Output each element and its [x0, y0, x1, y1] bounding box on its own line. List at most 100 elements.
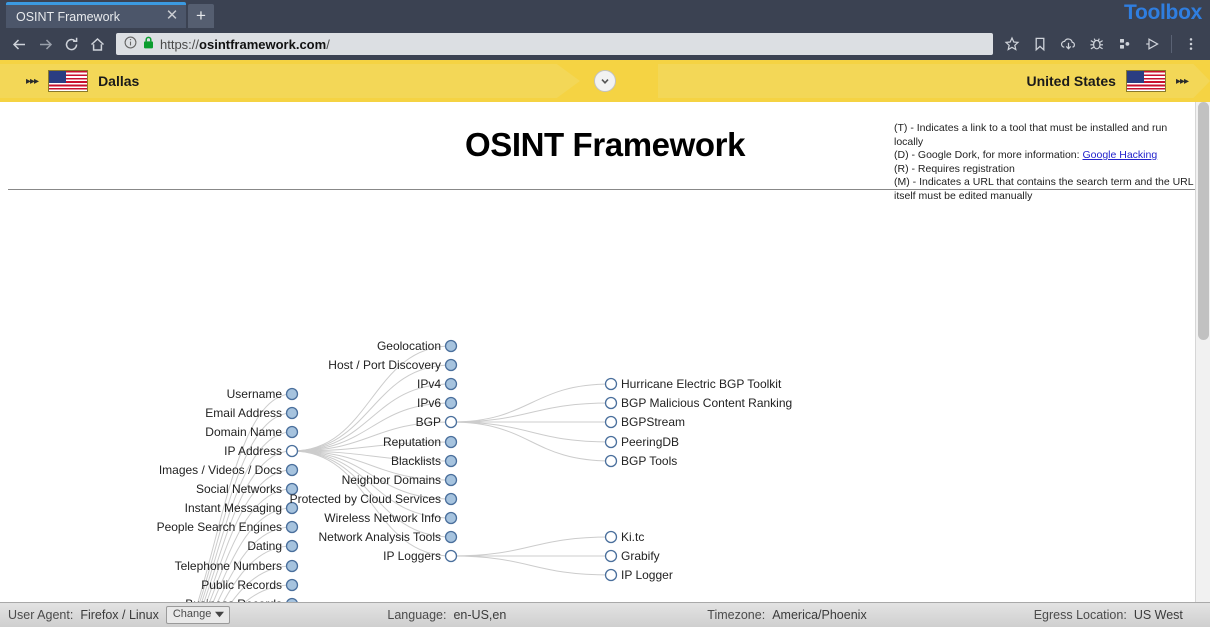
tree-node-circle[interactable] — [285, 539, 299, 553]
bookmark-icon[interactable] — [1027, 31, 1053, 57]
ribbon-expand-button[interactable] — [594, 70, 616, 92]
tree-node-circle[interactable] — [444, 549, 458, 563]
tree-node[interactable]: Host / Port Discovery — [328, 358, 458, 372]
extension-icon[interactable] — [1111, 31, 1137, 57]
send-icon[interactable] — [1139, 31, 1165, 57]
cloud-download-icon[interactable] — [1055, 31, 1081, 57]
tree-node-circle[interactable] — [444, 511, 458, 525]
tree-node[interactable]: Geolocation — [377, 339, 458, 353]
tree-node[interactable]: Hurricane Electric BGP Toolkit — [604, 377, 782, 391]
bug-icon[interactable] — [1083, 31, 1109, 57]
tree-node-circle[interactable] — [285, 444, 299, 458]
tree-node[interactable]: PeeringDB — [604, 435, 680, 449]
tree-node-circle[interactable] — [444, 415, 458, 429]
tree-node-label: IPv6 — [417, 396, 441, 410]
tree-node-circle[interactable] — [604, 454, 618, 468]
ribbon-destination-segment[interactable]: United States ▸▸▸ — [658, 64, 1210, 98]
scrollbar-thumb[interactable] — [1198, 102, 1209, 340]
toolbox-logo: Toolbox — [1124, 1, 1202, 24]
tree-link — [199, 412, 293, 602]
star-icon[interactable] — [999, 31, 1025, 57]
tree-node-circle[interactable] — [285, 559, 299, 573]
tree-node-circle[interactable] — [285, 406, 299, 420]
tree-node[interactable]: Business Records — [185, 597, 298, 603]
info-icon[interactable] — [124, 36, 137, 52]
tree-node-circle[interactable] — [285, 482, 299, 496]
tree-node[interactable]: BGP Tools — [604, 454, 678, 468]
tree-node[interactable]: Social Networks — [196, 482, 299, 496]
google-hacking-link[interactable]: Google Hacking — [1082, 149, 1158, 161]
tree-node-circle[interactable] — [604, 530, 618, 544]
tree-node-circle[interactable] — [604, 568, 618, 582]
tree-node-circle[interactable] — [604, 377, 618, 391]
tree-node-circle[interactable] — [285, 387, 299, 401]
tree-node[interactable]: IPv6 — [417, 396, 458, 410]
forward-arrow-icon[interactable] — [32, 31, 58, 57]
tree-node-circle[interactable] — [444, 358, 458, 372]
tree-node[interactable]: Instant Messaging — [185, 501, 299, 515]
address-bar[interactable]: https://osintframework.com/ — [116, 33, 993, 55]
reload-icon[interactable] — [58, 31, 84, 57]
tree-node[interactable]: Username — [227, 387, 299, 401]
tree-node[interactable]: BGPStream — [604, 415, 686, 429]
tree-nodes: OSINT FrameworkUsernameEmail AddressDoma… — [157, 339, 793, 603]
tree-node-circle[interactable] — [285, 501, 299, 515]
tree-node[interactable]: IPv4 — [417, 377, 458, 391]
tree-node[interactable]: Telephone Numbers — [175, 559, 299, 573]
tree-node-circle[interactable] — [604, 549, 618, 563]
vertical-scrollbar[interactable] — [1195, 102, 1210, 602]
tree-node-circle[interactable] — [286, 597, 298, 603]
tree-node-circle[interactable] — [285, 578, 299, 592]
tree-node[interactable]: Ki.tc — [604, 530, 645, 544]
status-timezone-key: Timezone: — [707, 608, 766, 622]
tree-node-circle[interactable] — [444, 339, 458, 353]
tree-node-circle[interactable] — [444, 435, 458, 449]
tree-node[interactable]: Wireless Network Info — [324, 511, 458, 525]
legend-line-d: (D) - Google Dork, for more information:… — [894, 149, 1158, 161]
tree-node-circle[interactable] — [604, 435, 618, 449]
tree-node-circle[interactable] — [444, 396, 458, 410]
tree-node[interactable]: Protected by Cloud Services — [290, 492, 458, 506]
home-icon[interactable] — [84, 31, 110, 57]
tree-node-circle[interactable] — [285, 425, 299, 439]
tree-link — [217, 526, 293, 602]
tree-node[interactable]: Images / Videos / Docs — [159, 463, 299, 477]
status-language: Language: en-US,en — [387, 608, 506, 622]
tree-node-circle[interactable] — [285, 463, 299, 477]
back-arrow-icon[interactable] — [6, 31, 32, 57]
tree-node[interactable]: Grabify — [604, 549, 660, 563]
tree-node[interactable]: Dating — [247, 539, 299, 553]
osint-tree-graph[interactable]: OSINT FrameworkUsernameEmail AddressDoma… — [0, 192, 1195, 602]
tree-node[interactable]: Email Address — [205, 406, 299, 420]
legend-block: (T) - Indicates a link to a tool that mu… — [894, 122, 1194, 203]
tree-node[interactable]: Reputation — [383, 435, 458, 449]
tree-node[interactable]: IP Logger — [604, 568, 673, 582]
tree-link — [231, 565, 293, 602]
tree-node[interactable]: BGP Malicious Content Ranking — [604, 396, 793, 410]
new-tab-button[interactable]: + — [188, 4, 214, 28]
tree-node[interactable]: Public Records — [201, 578, 299, 592]
status-timezone-value: America/Phoenix — [772, 608, 867, 622]
tree-node[interactable]: Network Analysis Tools — [319, 530, 458, 544]
tree-node[interactable]: BGP — [416, 415, 458, 429]
tree-node[interactable]: Neighbor Domains — [342, 473, 458, 487]
tab-osint-framework[interactable]: OSINT Framework ✕ — [6, 2, 186, 28]
tree-node[interactable]: Blacklists — [391, 454, 458, 468]
tree-node-circle[interactable] — [444, 377, 458, 391]
tree-node[interactable]: IP Loggers — [383, 549, 458, 563]
tree-node-circle[interactable] — [444, 492, 458, 506]
ribbon-source-segment[interactable]: ▸▸▸ Dallas — [0, 64, 580, 98]
tree-node-circle[interactable] — [444, 530, 458, 544]
change-user-agent-button[interactable]: Change — [165, 606, 231, 624]
tree-node[interactable]: Domain Name — [205, 425, 299, 439]
tree-node-circle[interactable] — [604, 415, 618, 429]
tree-node[interactable]: IP Address — [224, 444, 299, 458]
tree-node[interactable]: People Search Engines — [157, 520, 299, 534]
tree-node-circle[interactable] — [444, 454, 458, 468]
kebab-menu-icon[interactable] — [1178, 31, 1204, 57]
tree-node-circle[interactable] — [285, 520, 299, 534]
tree-node-circle[interactable] — [604, 396, 618, 410]
tree-link — [291, 345, 452, 452]
close-icon[interactable]: ✕ — [165, 6, 179, 24]
tree-node-circle[interactable] — [444, 473, 458, 487]
